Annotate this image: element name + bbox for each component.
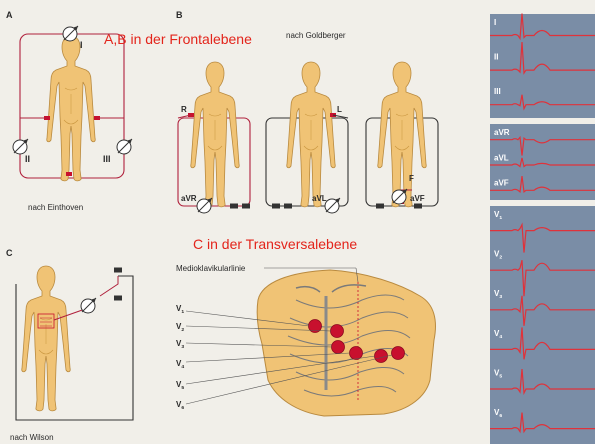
- body-figure-avr: [190, 61, 240, 208]
- meter-wilson-icon: [80, 297, 97, 314]
- ecg-lead-label-11: V5: [494, 368, 502, 379]
- ecg-lead-label-12: V6: [494, 408, 502, 419]
- body-figure-a: [46, 35, 96, 182]
- panel-c-letter: C: [6, 248, 13, 258]
- ecg-panel-3: [490, 206, 595, 444]
- ecg-lead-label-9: V3: [494, 289, 502, 300]
- resistor-avl-icon: [272, 203, 280, 209]
- figure-avr: R aVR: [177, 61, 251, 214]
- electrode-v4: [349, 346, 363, 360]
- chest-illustration: [185, 267, 436, 417]
- ecg-lead-label-3: III: [494, 87, 501, 96]
- chest-electrode-area: [37, 313, 55, 329]
- panel-c-wilson: C nach Wilson: [6, 248, 134, 442]
- ecg-lead-label-4: aVR: [494, 128, 510, 137]
- resistor-avr-icon: [230, 203, 238, 209]
- panel-b-goldberger: B nach Goldberger R aVR L aVL: [176, 10, 439, 214]
- panel-b-letter: B: [176, 10, 183, 20]
- label-r: R: [181, 105, 187, 114]
- lead-avl-label: aVL: [312, 194, 327, 203]
- wilson-circuit: [15, 275, 134, 421]
- ecg-trace-6: [490, 176, 595, 194]
- ecg-trace-11: [490, 368, 595, 396]
- precordial-label-v5: V5: [176, 380, 184, 391]
- resistor-avl-2-icon: [284, 203, 292, 209]
- meter-avf-icon: [391, 188, 408, 205]
- label-f: F: [409, 174, 414, 183]
- ecg-trace-3: [490, 94, 595, 111]
- precordial-label-v6: V6: [176, 400, 184, 411]
- figure-avl: L aVL: [265, 61, 349, 214]
- ecg-trace-1: [490, 13, 595, 41]
- goldberger-caption: nach Goldberger: [286, 31, 346, 40]
- figure-avf: F aVF: [365, 61, 439, 209]
- resistor-avf-2-icon: [414, 203, 422, 209]
- ecg-lead-label-7: V1: [494, 210, 502, 221]
- ecg-lead-label-2: II: [494, 53, 498, 62]
- ecg-trace-9: [490, 295, 595, 326]
- precordial-label-v2: V2: [176, 322, 184, 333]
- body-figure-c: [21, 265, 71, 412]
- lead-i-label: I: [80, 40, 83, 50]
- meter-lead-i-icon: [62, 25, 79, 42]
- wilson-caption: nach Wilson: [10, 433, 54, 442]
- label-l: L: [337, 105, 342, 114]
- ecg-trace-4: [490, 135, 595, 156]
- ecg-lead-label-10: V4: [494, 329, 502, 340]
- body-figure-avf: [377, 61, 427, 208]
- electrode-v6: [391, 346, 405, 360]
- panel-a-einthoven: A I II III nach Einthoven: [6, 10, 133, 212]
- medioclavicular-label: Medioklavikularlinie: [176, 264, 246, 273]
- electrode-v5: [374, 349, 388, 363]
- ecg-trace-2: [490, 42, 595, 75]
- ecg-panel-1: [490, 14, 595, 118]
- lead-iii-label: III: [103, 154, 111, 164]
- lead-avr-label: aVR: [181, 194, 197, 203]
- resistor-avf-icon: [376, 203, 384, 209]
- ecg-lead-label-5: aVL: [494, 153, 509, 162]
- lead-avf-label: aVF: [410, 194, 425, 203]
- ecg-trace-5: [490, 157, 595, 168]
- resistor-wilson-icon: [114, 267, 122, 273]
- electrode-left-leg: [66, 172, 72, 176]
- ecg-trace-7: [490, 222, 595, 253]
- precordial-label-v1: V1: [176, 304, 184, 315]
- ecg-lead-label-8: V2: [494, 250, 502, 261]
- resistor-avr-2-icon: [242, 203, 250, 209]
- ecg-lead-label-1: I: [494, 18, 496, 27]
- ecg-trace-10: [490, 327, 595, 360]
- lead-ii-label: II: [25, 154, 30, 164]
- einthoven-caption: nach Einthoven: [28, 203, 83, 212]
- meter-avl-icon: [324, 197, 341, 214]
- panel-a-letter: A: [6, 10, 13, 20]
- ecg-trace-12: [490, 412, 595, 434]
- precordial-label-v3: V3: [176, 339, 184, 350]
- ecg-lead-label-6: aVF: [494, 179, 509, 188]
- frontal-plane-title: A,B in der Frontalebene: [104, 31, 252, 47]
- transversal-plane-title: C in der Transversalebene: [193, 236, 357, 252]
- body-figure-avl: [286, 61, 336, 208]
- resistor-wilson-2-icon: [114, 295, 122, 301]
- ecg-trace-8: [490, 260, 595, 297]
- electrode-v2: [330, 324, 344, 338]
- meter-lead-ii-icon: [12, 138, 29, 155]
- meter-avr-icon: [196, 197, 213, 214]
- meter-lead-iii-icon: [116, 138, 133, 155]
- electrode-v3: [331, 340, 345, 354]
- precordial-label-v4: V4: [176, 359, 184, 370]
